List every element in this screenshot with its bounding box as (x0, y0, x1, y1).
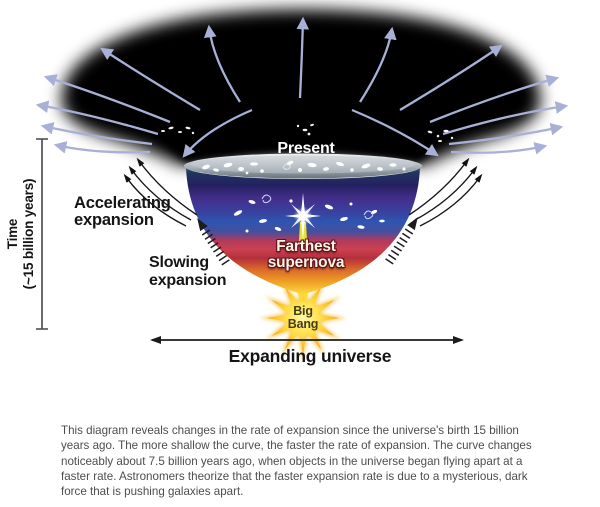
caption-line: This diagram reveals changes in the rate… (61, 424, 519, 437)
funnel-galaxies (233, 194, 385, 233)
accelerating-arrows (123, 157, 483, 227)
present-epoch-rim (184, 153, 422, 179)
time-axis-bracket (36, 138, 48, 330)
time-axis-label: Time (~15 billion years) (5, 178, 36, 290)
caption-line: years ago. The more shallow the curve, t… (61, 439, 532, 453)
farthest-supernova-label: Farthest supernova (267, 238, 345, 271)
big-bang-star-icon (259, 274, 347, 362)
caption-line: faster rate. Astronomers theorize that t… (61, 469, 528, 483)
rim-galaxies (202, 160, 406, 175)
caption-line: force that is pushing galaxies apart. (61, 485, 244, 499)
expanding-universe-label: Expanding universe (228, 346, 392, 366)
big-bang-label: Big Bang (287, 304, 319, 331)
radiating-expansion-arrows (35, 16, 569, 158)
accelerating-expansion-label: Accelerating expansion (74, 194, 171, 229)
diagram-artwork (35, 9, 569, 362)
caption: This diagram reveals changes in the rate… (61, 423, 566, 499)
slowing-expansion-label: Slowing expansion (149, 254, 227, 289)
horn-galaxies (161, 123, 454, 142)
supernova-star-icon (285, 193, 321, 241)
caption-line: noticeably about 7.5 billion years ago, … (61, 454, 523, 468)
slowing-arrows (197, 217, 418, 266)
present-label: Present (277, 140, 335, 157)
